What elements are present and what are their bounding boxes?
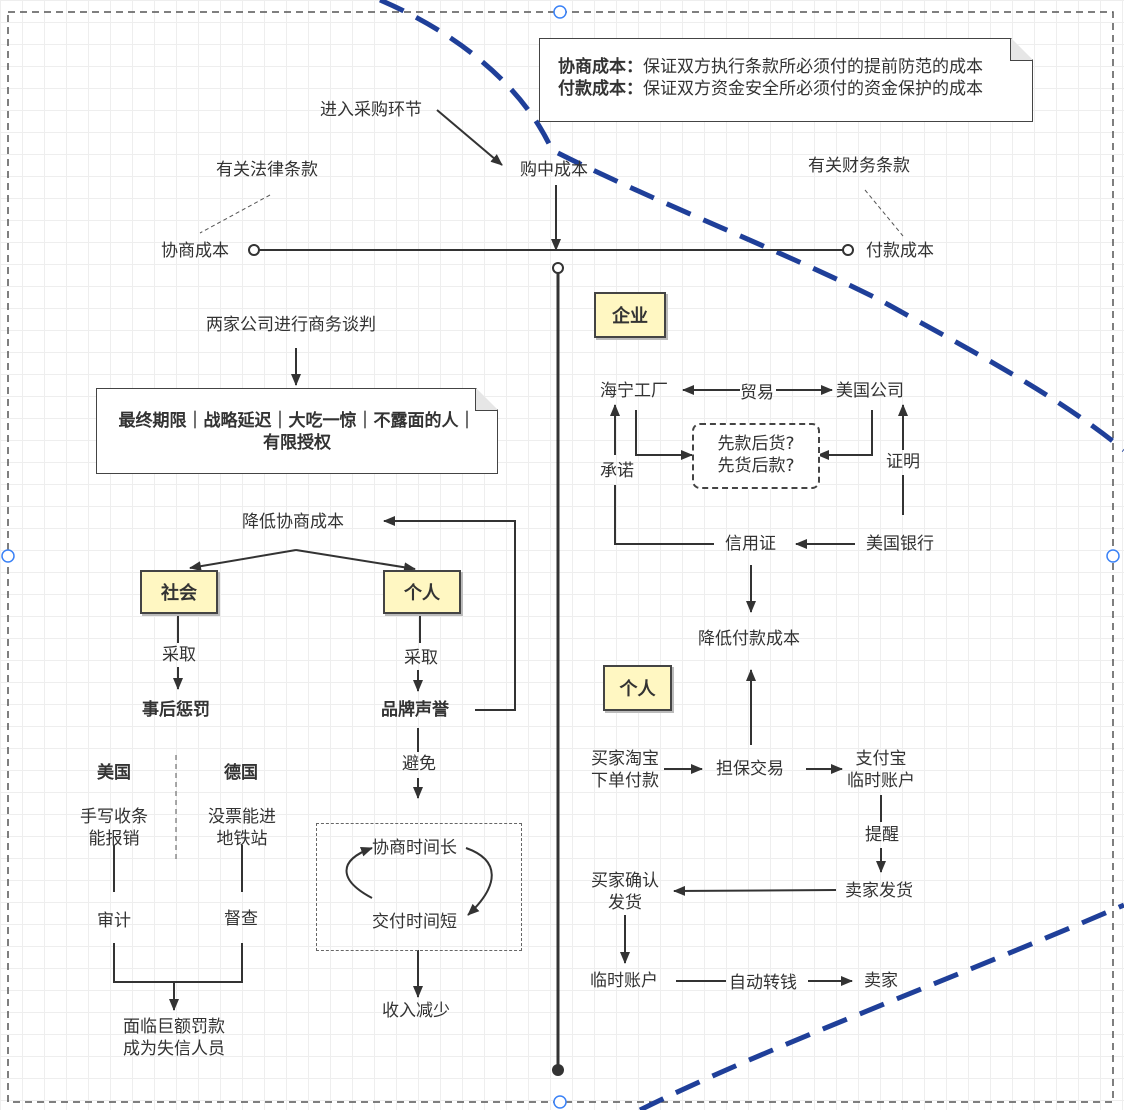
punish-label[interactable]: 事后惩罚: [142, 700, 210, 720]
finance-label[interactable]: 有关财务条款: [808, 156, 910, 176]
deliver-time-label[interactable]: 交付时间短: [372, 912, 457, 932]
handle-right[interactable]: [1106, 549, 1120, 563]
buyer-order-line1: 买家淘宝: [591, 749, 659, 769]
buyer-order-label[interactable]: 买家淘宝 下单付款: [584, 748, 666, 792]
income-label[interactable]: 收入减少: [382, 1001, 450, 1021]
question-line2: 先货后款?: [717, 456, 795, 476]
nego-cost-label[interactable]: 协商成本: [161, 241, 229, 261]
inspect-label[interactable]: 督查: [224, 909, 258, 929]
tactics-line2: 有限授权: [263, 433, 331, 453]
result-line2: 成为失信人员: [123, 1039, 225, 1059]
pay-cost-port: [842, 244, 854, 256]
lc-label[interactable]: 信用证: [725, 534, 776, 554]
nego-cost-port: [248, 244, 260, 256]
mid-cost-label[interactable]: 购中成本: [520, 160, 588, 180]
usa-label[interactable]: 美国: [97, 763, 131, 783]
blue-dashed-curve-bottom[interactable]: [638, 902, 1124, 1110]
note-text-pay: 保证双方资金安全所必须付的资金保护的成本: [643, 79, 983, 99]
usa-case-line2: 能报销: [88, 829, 140, 849]
germany-case[interactable]: 没票能进 地铁站: [198, 806, 286, 850]
avoid-label[interactable]: 避免: [402, 754, 436, 774]
haining-label[interactable]: 海宁工厂: [600, 381, 668, 401]
result-line1: 面临巨额罚款: [123, 1017, 225, 1037]
tag-person-right[interactable]: 个人: [603, 665, 672, 711]
entry-label[interactable]: 进入采购环节: [320, 100, 422, 120]
handle-left[interactable]: [1, 549, 15, 563]
alipay-line2: 临时账户: [847, 771, 915, 791]
adopt-label-society[interactable]: 采取: [162, 645, 196, 665]
seller-label[interactable]: 卖家: [864, 971, 898, 991]
result-label[interactable]: 面临巨额罚款 成为失信人员: [104, 1016, 244, 1060]
note-term-nego: 协商成本：: [558, 57, 643, 77]
legal-label[interactable]: 有关法律条款: [216, 160, 318, 180]
prove-label[interactable]: 证明: [886, 452, 920, 472]
temp-account-label[interactable]: 临时账户: [590, 971, 658, 991]
handle-top[interactable]: [553, 5, 567, 19]
note-text-nego: 保证双方执行条款所必须付的提前防范的成本: [643, 57, 983, 77]
trade-label[interactable]: 贸易: [740, 383, 774, 403]
us-company-label[interactable]: 美国公司: [836, 381, 904, 401]
blue-dashed-curve-top[interactable]: [379, 0, 1124, 452]
auto-transfer-label[interactable]: 自动转钱: [729, 973, 797, 993]
pay-cost-label[interactable]: 付款成本: [866, 241, 934, 261]
germany-label[interactable]: 德国: [224, 763, 258, 783]
reduce-pay-label[interactable]: 降低付款成本: [698, 629, 800, 649]
time-cycle-group[interactable]: [316, 823, 522, 951]
spine-end-dot: [552, 1064, 564, 1076]
confirm-line2: 发货: [608, 893, 642, 913]
negotiation-label[interactable]: 两家公司进行商务谈判: [206, 315, 376, 335]
audit-label[interactable]: 审计: [97, 911, 131, 931]
nego-time-label[interactable]: 协商时间长: [372, 838, 457, 858]
tag-person-left[interactable]: 个人: [383, 570, 461, 614]
alipay-line1: 支付宝: [855, 749, 907, 769]
reduce-nego-label[interactable]: 降低协商成本: [242, 512, 344, 532]
tag-society[interactable]: 社会: [140, 570, 218, 614]
buyer-order-line2: 下单付款: [591, 771, 659, 791]
tactics-note[interactable]: 最终期限｜战略延迟｜大吃一惊｜不露面的人｜ 有限授权: [96, 388, 498, 474]
question-line1: 先款后货?: [717, 434, 795, 454]
usa-case[interactable]: 手写收条 能报销: [72, 806, 156, 850]
us-bank-label[interactable]: 美国银行: [866, 534, 934, 554]
escrow-label[interactable]: 担保交易: [716, 759, 784, 779]
de-case-line1: 没票能进: [208, 807, 276, 827]
handle-bottom[interactable]: [553, 1095, 567, 1109]
definition-note[interactable]: 协商成本：保证双方执行条款所必须付的提前防范的成本 付款成本：保证双方资金安全所…: [539, 38, 1033, 122]
tactics-line1: 最终期限｜战略延迟｜大吃一惊｜不露面的人｜: [118, 411, 476, 431]
ship-label[interactable]: 卖家发货: [845, 881, 913, 901]
note-term-pay: 付款成本：: [558, 79, 643, 99]
confirm-label[interactable]: 买家确认 发货: [584, 870, 666, 914]
promise-label[interactable]: 承诺: [600, 461, 634, 481]
tag-enterprise[interactable]: 企业: [594, 292, 666, 338]
de-case-line2: 地铁站: [216, 829, 268, 849]
remind-label[interactable]: 提醒: [865, 825, 899, 845]
spine-top-port: [552, 262, 564, 274]
usa-case-line1: 手写收条: [80, 807, 148, 827]
payment-question-box[interactable]: 先款后货? 先货后款?: [692, 423, 820, 489]
brand-label[interactable]: 品牌声誉: [381, 700, 449, 720]
adopt-label-person[interactable]: 采取: [404, 648, 438, 668]
confirm-line1: 买家确认: [591, 871, 659, 891]
alipay-label[interactable]: 支付宝 临时账户: [840, 748, 922, 792]
